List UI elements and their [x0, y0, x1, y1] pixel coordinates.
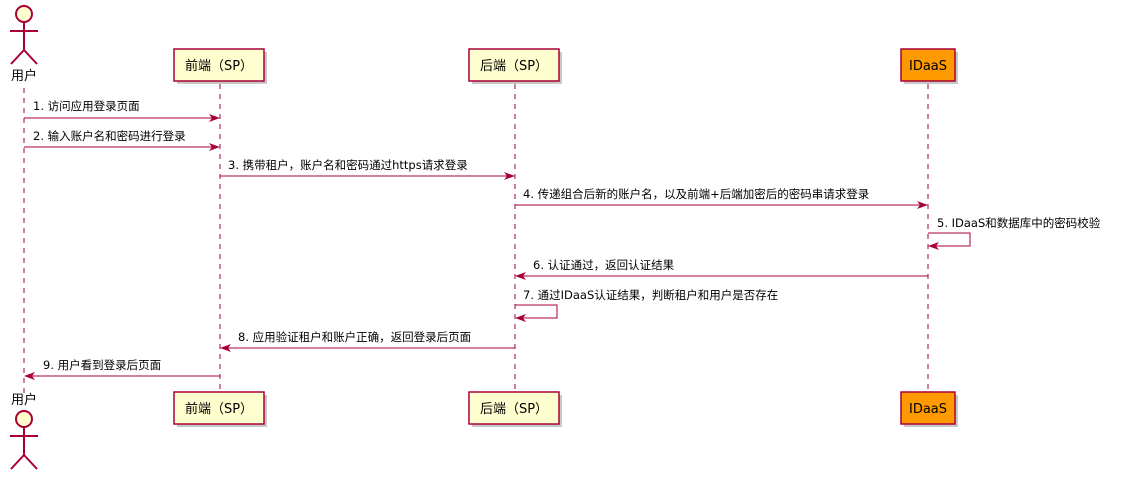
message-5: 5. IDaaS和数据库中的密码校验 — [928, 216, 1101, 250]
message-6-label: 6. 认证通过，返回认证结果 — [533, 258, 675, 272]
message-6: 6. 认证通过，返回认证结果 — [515, 258, 928, 280]
participant-backend-label: 后端（SP） — [480, 59, 548, 74]
message-1-label: 1. 访问应用登录页面 — [33, 99, 140, 113]
message-9: 9. 用户看到登录后页面 — [24, 358, 220, 380]
participant-frontend-bottom: 前端（SP） — [173, 391, 267, 427]
participant-idaas-label: IDaaS — [909, 59, 947, 74]
message-2: 2. 输入账户名和密码进行登录 — [24, 129, 220, 151]
message-4: 4. 传递组合后新的账户名，以及前端+后端加密后的密码串请求登录 — [515, 187, 928, 209]
participant-backend-label-bottom: 后端（SP） — [480, 402, 548, 417]
message-9-label: 9. 用户看到登录后页面 — [43, 358, 161, 372]
message-3-label: 3. 携带租户，账户名和密码通过https请求登录 — [228, 158, 468, 172]
participant-idaas-bottom: IDaaS — [900, 391, 958, 427]
participant-frontend-label-bottom: 前端（SP） — [185, 401, 253, 417]
message-3: 3. 携带租户，账户名和密码通过https请求登录 — [220, 158, 515, 180]
message-1: 1. 访问应用登录页面 — [24, 99, 220, 122]
message-7-label: 7. 通过IDaaS认证结果，判断租户和用户是否存在 — [523, 288, 778, 302]
participant-idaas-label-bottom: IDaaS — [909, 402, 947, 417]
message-7: 7. 通过IDaaS认证结果，判断租户和用户是否存在 — [515, 288, 778, 322]
message-2-label: 2. 输入账户名和密码进行登录 — [33, 129, 186, 143]
message-4-label: 4. 传递组合后新的账户名，以及前端+后端加密后的密码串请求登录 — [523, 187, 869, 201]
participant-idaas-top: IDaaS — [900, 48, 958, 84]
message-8: 8. 应用验证租户和账户正确，返回登录后页面 — [220, 330, 515, 352]
actor-user-label-top: 用户 — [11, 68, 37, 84]
actor-user-bottom — [10, 410, 38, 470]
message-8-label: 8. 应用验证租户和账户正确，返回登录后页面 — [238, 330, 471, 344]
actor-user-top — [10, 5, 38, 65]
participant-backend-top: 后端（SP） — [468, 48, 562, 84]
participant-frontend-top: 前端（SP） — [173, 48, 267, 84]
actor-user-label-bottom: 用户 — [11, 392, 37, 408]
message-5-label: 5. IDaaS和数据库中的密码校验 — [937, 216, 1101, 230]
participant-frontend-label: 前端（SP） — [185, 58, 253, 74]
participant-backend-bottom: 后端（SP） — [468, 391, 562, 427]
